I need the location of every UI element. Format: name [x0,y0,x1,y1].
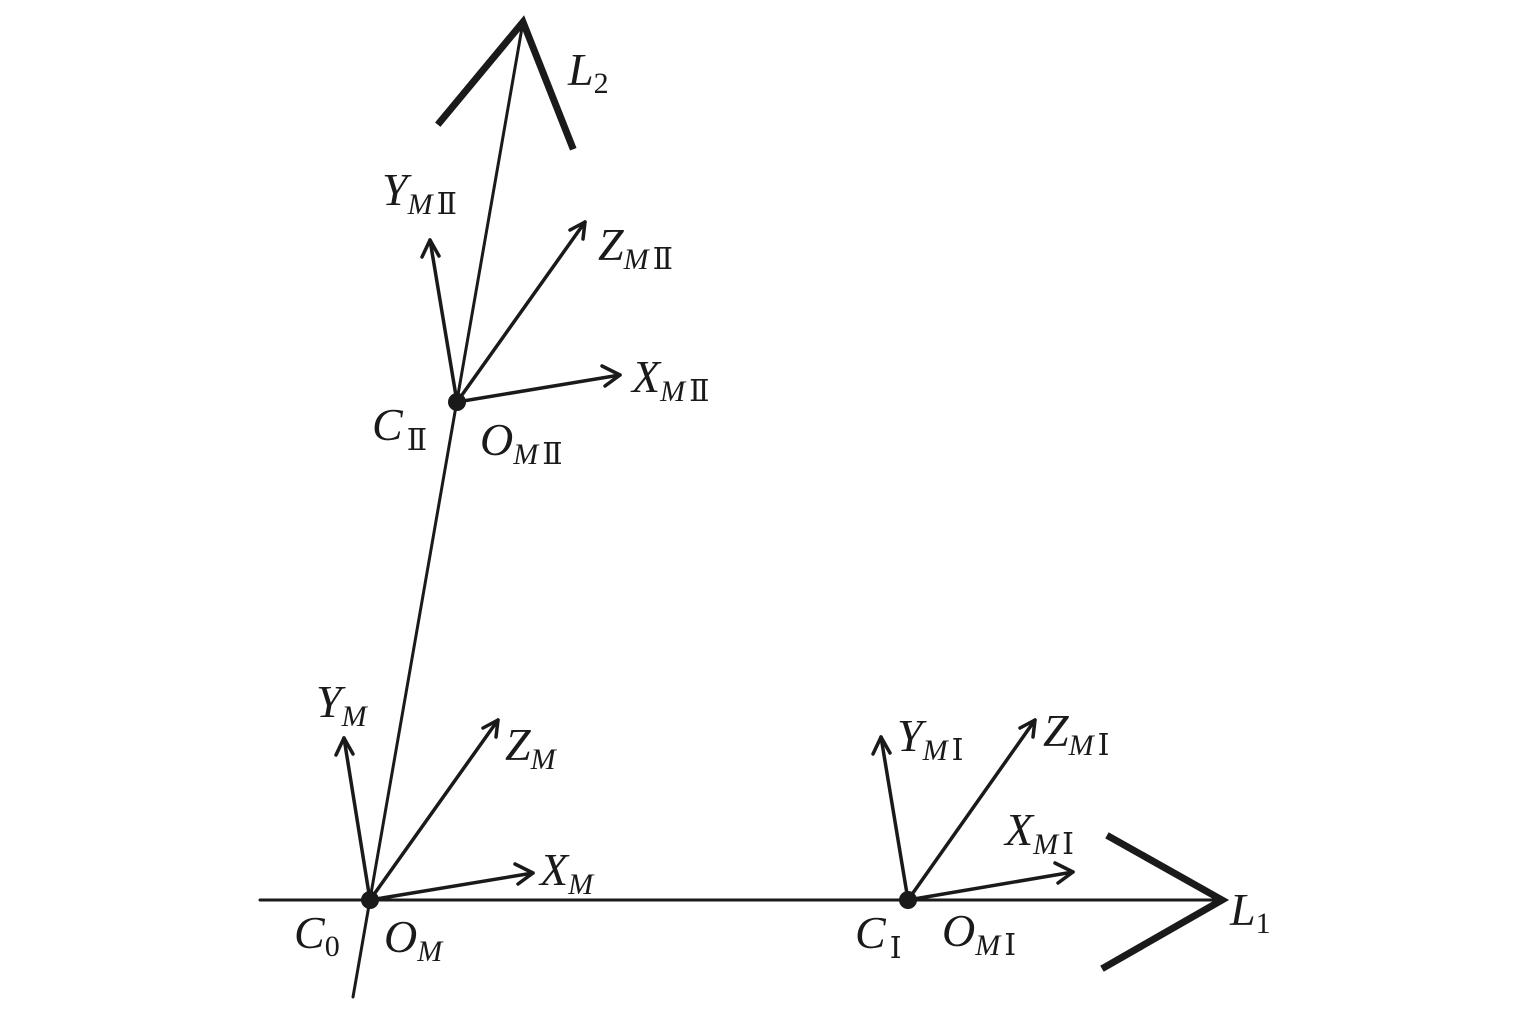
label-om: OM [384,911,444,968]
axis-xmii-arrowhead [600,364,622,388]
axis-zm-arrowhead [481,718,500,739]
axis-xm [368,871,535,902]
label-xm: XM [538,844,595,901]
axis-ymi [879,735,910,902]
axis-zm [368,718,500,902]
axis-xm-arrowhead [513,862,535,886]
axis-zmi [906,718,1037,902]
axis-zmii-arrowhead [568,220,587,241]
axis-ym [342,736,372,902]
label-c0: C0 [294,907,340,963]
label-l2: L2 [567,44,609,100]
label-l1: L1 [1229,884,1271,940]
axis-xmi-arrowhead [1053,861,1075,885]
frame-m [334,718,535,902]
axis-xmii [455,373,622,404]
axis-zmi-arrowhead [1018,718,1037,739]
point-c0 [361,891,379,909]
line-l2-arrowhead [435,15,577,151]
axis-ymi-arrowhead [871,735,892,756]
line-l1-arrowhead [1100,832,1230,972]
label-zm: ZM [505,719,558,776]
point-c2 [448,393,466,411]
axis-zmii [455,220,587,404]
axis-ymii [428,238,459,404]
axis-ymii-arrowhead [420,238,441,259]
axis-xmi [906,870,1075,902]
point-c1 [899,891,917,909]
frame-mii [420,220,622,404]
line-l2 [351,20,525,999]
label-ym: YM [316,676,369,733]
frame-mi [871,718,1075,902]
axis-ym-arrowhead [334,736,355,757]
